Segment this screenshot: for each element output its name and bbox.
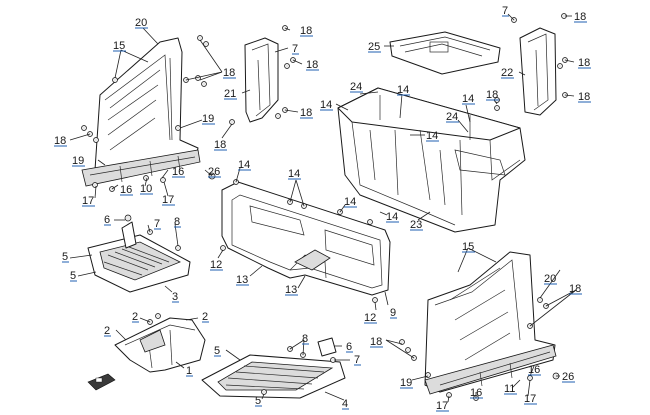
- part-right-side-panel: [424, 251, 557, 395]
- callout-16: 16: [120, 184, 132, 196]
- callout-17: 17: [524, 393, 536, 405]
- callout-15: 15: [462, 241, 474, 253]
- callout-19: 19: [202, 113, 214, 125]
- part-20-left-side-panel: [81, 37, 201, 187]
- callout-18: 18: [214, 139, 226, 151]
- part-13-divider-panel: [221, 181, 391, 296]
- callout-11: 11: [504, 383, 515, 395]
- callout-7: 7: [292, 43, 298, 55]
- callout-18: 18: [306, 59, 318, 71]
- callout-19: 19: [400, 377, 412, 389]
- callout-14: 14: [238, 159, 250, 171]
- callout-14: 14: [320, 99, 332, 111]
- callout-18: 18: [578, 57, 590, 69]
- callout-13: 13: [236, 274, 248, 286]
- callout-16: 16: [172, 166, 184, 178]
- callout-25: 25: [368, 41, 380, 53]
- part-25-bed-mat: [389, 31, 501, 75]
- part-1-front-trim: [114, 317, 206, 373]
- callout-21: 21: [224, 88, 236, 100]
- part-21-upper-trim: [244, 37, 279, 123]
- callout-10: 10: [140, 183, 152, 195]
- callout-14: 14: [426, 130, 438, 142]
- callout-4: 4: [342, 398, 348, 410]
- callout-18: 18: [486, 89, 498, 101]
- callout-7: 7: [354, 354, 360, 366]
- callout-8: 8: [174, 216, 180, 228]
- callout-8: 8: [302, 333, 308, 345]
- callout-5: 5: [255, 395, 261, 407]
- callout-20: 20: [135, 17, 147, 29]
- callout-6: 6: [346, 341, 352, 353]
- callout-26: 26: [208, 166, 220, 178]
- callout-18: 18: [300, 25, 312, 37]
- callout-2: 2: [132, 311, 138, 323]
- callout-18: 18: [578, 91, 590, 103]
- part-3-left-floor: [87, 221, 191, 293]
- callout-14: 14: [386, 211, 398, 223]
- callout-13: 13: [285, 284, 297, 296]
- part-22-right-trim: [519, 27, 557, 116]
- callout-labels: 20 15 18 18 19 18 19 16 10 16 17 17 26 1…: [54, 5, 591, 412]
- callout-19: 19: [72, 155, 84, 167]
- callout-22: 22: [501, 67, 513, 79]
- callout-9: 9: [390, 307, 396, 319]
- callout-16: 16: [528, 364, 540, 376]
- callout-24: 24: [350, 81, 362, 93]
- callout-5: 5: [70, 270, 76, 282]
- callout-2: 2: [104, 325, 110, 337]
- callout-20: 20: [544, 273, 556, 285]
- callout-18: 18: [54, 135, 66, 147]
- callout-3: 3: [172, 291, 178, 303]
- callout-12: 12: [364, 312, 376, 324]
- callout-18: 18: [569, 283, 581, 295]
- callout-18: 18: [370, 336, 382, 348]
- callout-12: 12: [210, 259, 222, 271]
- callout-14: 14: [344, 196, 356, 208]
- callout-17: 17: [82, 195, 94, 207]
- callout-15: 15: [113, 40, 125, 52]
- part-4-right-floor: [201, 337, 346, 399]
- callout-18: 18: [574, 11, 586, 23]
- callout-18: 18: [223, 67, 235, 79]
- callout-5: 5: [62, 251, 68, 263]
- part-23-cargo-box: [337, 87, 526, 233]
- callout-16: 16: [470, 387, 482, 399]
- callout-18: 18: [300, 107, 312, 119]
- leader-lines: [69, 13, 577, 403]
- callout-17: 17: [436, 400, 448, 412]
- callout-23: 23: [410, 219, 422, 231]
- callout-1: 1: [186, 365, 192, 377]
- callout-7: 7: [502, 5, 508, 17]
- callout-5: 5: [214, 345, 220, 357]
- callout-14: 14: [462, 93, 474, 105]
- callout-7: 7: [154, 218, 160, 230]
- callout-14: 14: [397, 84, 409, 96]
- callout-6: 6: [104, 214, 110, 226]
- callout-26: 26: [562, 371, 574, 383]
- callout-17: 17: [162, 194, 174, 206]
- callout-2: 2: [202, 311, 208, 323]
- callout-24: 24: [446, 111, 458, 123]
- callout-14: 14: [288, 168, 300, 180]
- latch-part: [87, 373, 116, 391]
